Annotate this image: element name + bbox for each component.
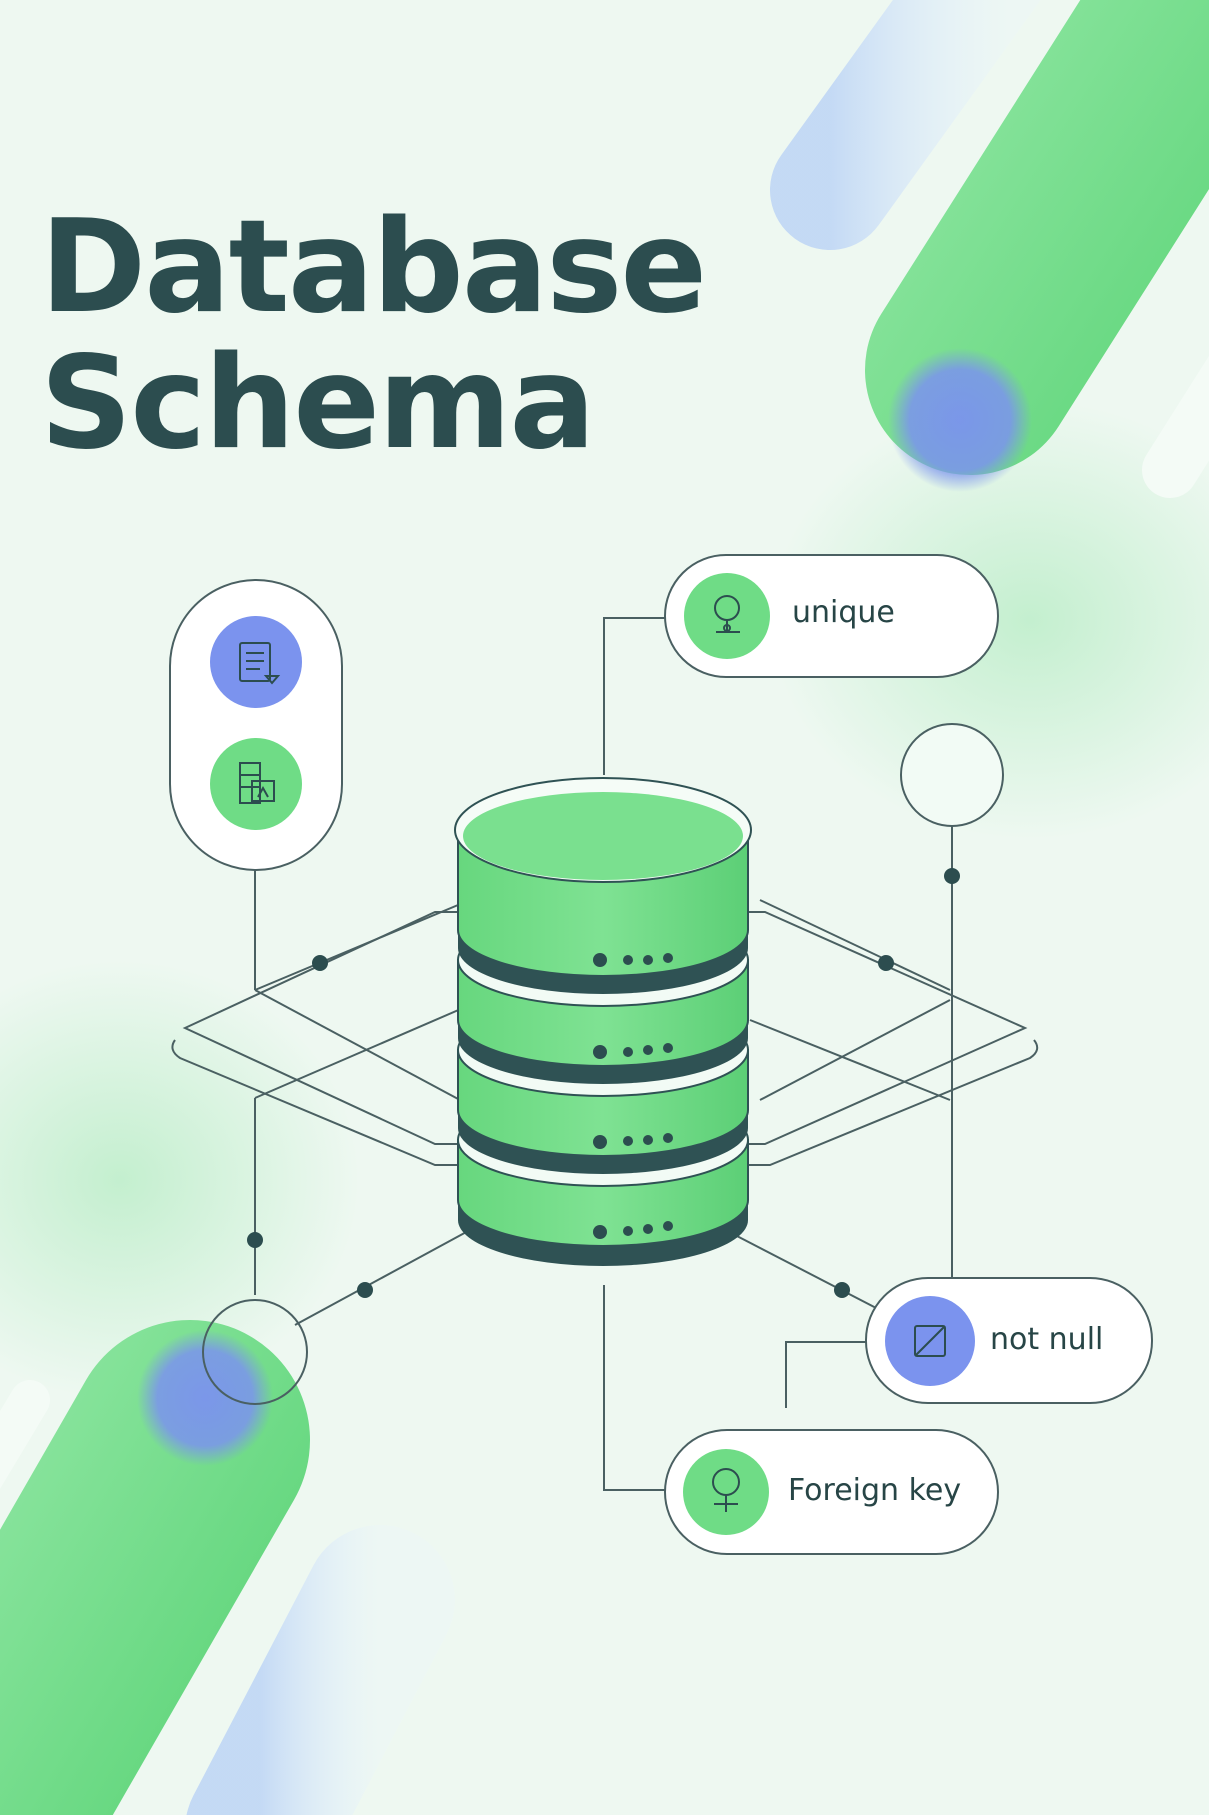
table-types-pill [169,579,343,871]
page-title: Database Schema [40,200,800,472]
hollow-node-bottom-left [202,1299,308,1405]
not-null-pill [865,1277,1153,1404]
decor-top-right [770,0,1209,498]
decor-bottom-left [0,1320,455,1815]
foreign-key-label: Foreign key [788,1473,962,1508]
background-glow-left [0,960,360,1400]
key-icon [714,595,740,633]
junction-dots [247,868,960,1298]
title-line-1: Database [40,193,707,342]
database-cylinder-icon [454,777,752,1266]
unique-label: unique [792,595,895,630]
hollow-node-right [900,723,1004,827]
title-line-2: Schema [40,329,596,478]
foreign-key-pill [664,1429,999,1555]
key-icon [712,1468,740,1512]
document-icon [239,642,281,685]
not-null-label: not null [990,1322,1104,1357]
unique-pill [664,554,999,678]
table-icon [239,762,275,804]
edit-square-icon [914,1325,946,1357]
